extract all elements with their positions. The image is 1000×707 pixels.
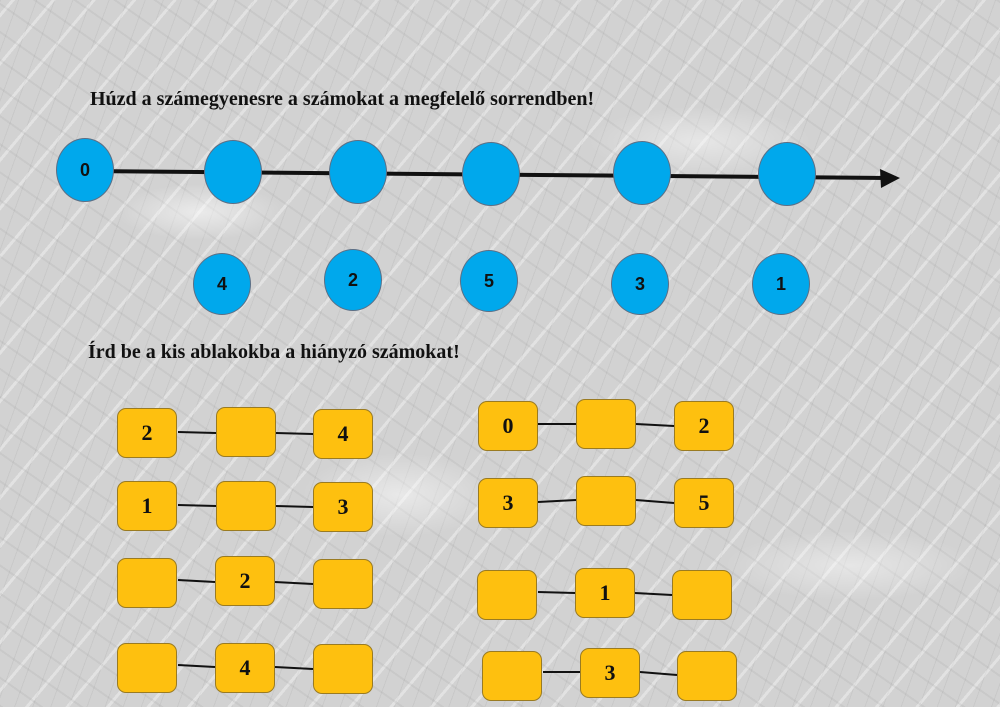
sequence-5-box-3: 2 (674, 401, 734, 451)
connector-line (635, 423, 675, 427)
sequence-2-box-2[interactable] (216, 481, 276, 531)
sequence-3-box-2: 2 (215, 556, 275, 606)
draggable-number-5[interactable]: 5 (460, 250, 518, 312)
draggable-number-3[interactable]: 3 (611, 253, 669, 315)
sequence-7-box-2: 1 (575, 568, 635, 618)
box-value: 0 (502, 413, 514, 438)
sequence-6-box-1: 3 (478, 478, 538, 528)
answer-input[interactable] (118, 559, 176, 607)
sequence-1-box-2[interactable] (216, 407, 276, 457)
sequence-2-box-3: 3 (313, 482, 373, 532)
answer-input[interactable] (678, 652, 736, 700)
connector-line (275, 432, 314, 435)
box-value: 1 (599, 580, 611, 605)
box-value: 4 (239, 655, 251, 680)
answer-input[interactable] (118, 644, 176, 692)
connector-line (639, 671, 678, 676)
sequence-1-box-1: 2 (117, 408, 177, 458)
connector-line (275, 505, 314, 508)
answer-input[interactable] (217, 482, 275, 530)
connector-line (635, 499, 675, 504)
answer-input[interactable] (483, 652, 541, 700)
draggable-number-label: 5 (483, 270, 494, 291)
sequence-4-box-3[interactable] (313, 644, 373, 694)
box-value: 2 (239, 568, 251, 593)
sequence-7-box-3[interactable] (672, 570, 732, 620)
connector-line (537, 499, 577, 503)
draggable-number-label: 4 (216, 273, 227, 294)
sequence-7-box-1[interactable] (477, 570, 537, 620)
draggable-number-label: 2 (347, 269, 358, 290)
connector-line (274, 581, 314, 585)
sequence-8-box-3[interactable] (677, 651, 737, 701)
number-line-slot-5[interactable] (758, 142, 816, 206)
connector-line (177, 664, 216, 668)
box-value: 4 (337, 421, 349, 446)
draggable-number-4[interactable]: 4 (193, 253, 251, 315)
sequence-4-box-2: 4 (215, 643, 275, 693)
connector-line (177, 431, 217, 434)
box-value: 1 (141, 493, 153, 518)
answer-input[interactable] (217, 408, 275, 456)
box-value: 3 (502, 490, 514, 515)
draggable-number-2[interactable]: 2 (324, 249, 382, 311)
number-line-point-zero: 0 (56, 138, 114, 202)
sequence-8-box-1[interactable] (482, 651, 542, 701)
connector-line (177, 504, 217, 507)
answer-input[interactable] (577, 400, 635, 448)
answer-input[interactable] (577, 477, 635, 525)
sequence-4-box-1[interactable] (117, 643, 177, 693)
connector-line (274, 666, 314, 670)
number-line-slot-4[interactable] (613, 141, 671, 205)
box-value: 3 (337, 494, 349, 519)
sequence-5-box-1: 0 (478, 401, 538, 451)
sequence-5-box-2[interactable] (576, 399, 636, 449)
answer-input[interactable] (673, 571, 731, 619)
draggable-number-label: 1 (775, 273, 786, 294)
sequence-3-box-1[interactable] (117, 558, 177, 608)
answer-input[interactable] (314, 645, 372, 693)
box-value: 2 (141, 420, 153, 445)
sequence-6-box-2[interactable] (576, 476, 636, 526)
draggable-number-label: 3 (634, 273, 645, 294)
connector-line (537, 591, 576, 594)
connector-line (177, 579, 216, 583)
sequence-6-box-3: 5 (674, 478, 734, 528)
missing-numbers-instruction: Írd be a kis ablakokba a hiányzó számoka… (88, 341, 460, 363)
connector-line (634, 592, 673, 596)
number-line-slot-1[interactable] (204, 140, 262, 204)
number-line-slot-3[interactable] (462, 142, 520, 206)
sequence-1-box-3: 4 (313, 409, 373, 459)
answer-input[interactable] (314, 560, 372, 608)
box-value: 3 (604, 660, 616, 685)
number-line-arrowhead (880, 169, 900, 188)
box-value: 2 (698, 413, 710, 438)
draggable-number-1[interactable]: 1 (752, 253, 810, 315)
number-line-instruction: Húzd a számegyenesre a számokat a megfel… (90, 88, 595, 110)
sequence-2-box-1: 1 (117, 481, 177, 531)
number-line-slot-2[interactable] (329, 140, 387, 204)
sequence-8-box-2: 3 (580, 648, 640, 698)
sequence-3-box-3[interactable] (313, 559, 373, 609)
box-value: 5 (698, 490, 710, 515)
answer-input[interactable] (478, 571, 536, 619)
number-line-zero-label: 0 (79, 159, 90, 180)
